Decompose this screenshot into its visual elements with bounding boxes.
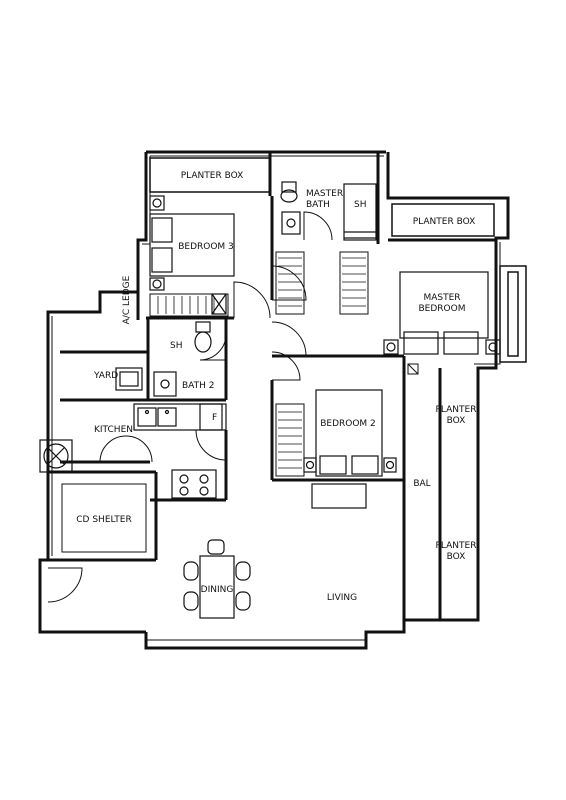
bed-bedroom2 — [303, 389, 397, 509]
exterior-walls — [38, 150, 510, 650]
label-planter-box-top: PLANTER BOX — [181, 171, 244, 181]
label-master-bath-line: BATH — [306, 200, 330, 210]
label-living: LIVING — [327, 593, 357, 603]
wardrobes — [149, 251, 369, 477]
master-bath-shower — [343, 183, 377, 241]
master-bath-fixtures — [280, 181, 301, 235]
label-bedroom3: BEDROOM 3 — [178, 242, 234, 252]
label-planter-box-right: PLANTER BOX — [413, 217, 476, 227]
label-bal: BAL — [413, 479, 430, 489]
label-yard: YARD — [93, 371, 118, 381]
label-fridge: F — [212, 413, 217, 423]
label-dining: DINING — [201, 585, 234, 595]
dining-set — [183, 539, 251, 619]
wardrobe-hatch — [157, 257, 366, 469]
label-kitchen: KITCHEN — [94, 425, 133, 435]
balcony-rail — [146, 363, 419, 641]
bath2-fixtures — [153, 293, 227, 397]
label-bath2: BATH 2 — [182, 381, 214, 391]
planter-box-right — [391, 203, 495, 237]
yard-fixtures — [115, 367, 143, 391]
label-sh-bath2: SH — [170, 341, 182, 351]
label-planter-box-bal-2-line: BOX — [447, 552, 466, 562]
label-cd-shelter: CD SHELTER — [76, 515, 131, 525]
door-swings — [47, 211, 333, 603]
interior-walls — [48, 152, 496, 632]
label-master-bedroom-line: MASTER — [423, 293, 460, 303]
planter-box-top — [149, 152, 272, 196]
bed-bedroom3 — [149, 195, 235, 291]
cd-shelter-inner — [61, 483, 147, 553]
exterior-wall-inner-lines — [51, 155, 501, 641]
master-window-bay — [499, 265, 527, 363]
label-bedroom2: BEDROOM 2 — [320, 419, 376, 429]
label-master-bedroom-line: BEDROOM — [419, 304, 466, 314]
bed-master — [383, 271, 501, 355]
label-planter-box-bal-1-line: BOX — [447, 416, 466, 426]
label-master-bath-line: MASTER — [306, 189, 343, 199]
label-planter-box-bal-2-line: PLANTER — [436, 541, 477, 551]
label-sh-master: SH — [354, 200, 366, 210]
label-ac-ledge: A/C LEDGE — [122, 275, 132, 324]
kitchen-fixtures — [39, 403, 227, 499]
label-planter-box-bal-1-line: PLANTER — [436, 405, 477, 415]
